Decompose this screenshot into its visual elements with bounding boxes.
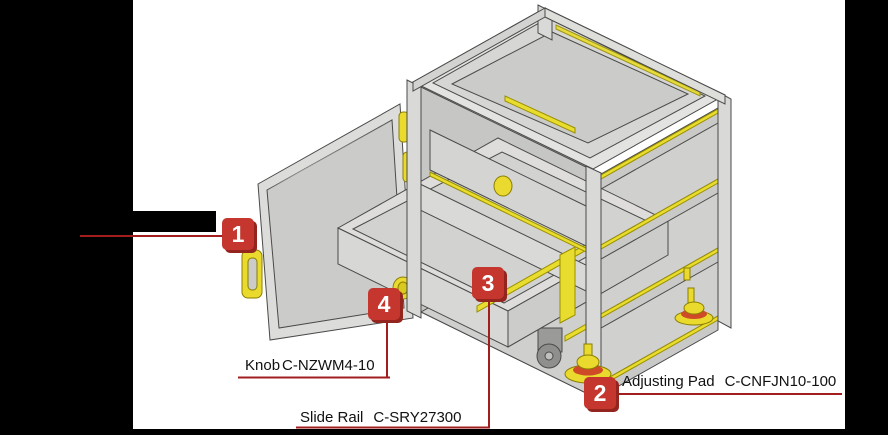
part-code-slide-rail: C-SRY27300: [373, 409, 462, 426]
part-name-slide-rail: Slide Rail: [300, 409, 364, 426]
callout-badge-4: 4: [368, 288, 400, 320]
caster-wheel: [536, 327, 563, 369]
cabinet: [241, 4, 732, 403]
right-face-yellow-pin: [683, 267, 691, 281]
mask-right-band: [845, 0, 888, 435]
inner-drawer-knob: [493, 175, 513, 197]
leader-lines: [80, 235, 842, 429]
part-label-adjusting-pad: Adjusting Pad C-CNFJN10-100: [622, 373, 836, 390]
part-code-knob: C-NZWM4-10: [282, 357, 375, 374]
mask-bottom-strip: [0, 429, 888, 435]
callout-badge-3: 3: [472, 267, 504, 299]
top-frame-yellow-strip: [555, 24, 701, 97]
callout-badge-2: 2: [584, 377, 616, 409]
cabinet-top-panel: [411, 7, 727, 170]
part-code-adjusting-pad: C-CNFJN10-100: [724, 373, 837, 390]
part-name-adjusting-pad: Adjusting Pad: [622, 373, 715, 390]
callout-1-label-redaction: [133, 211, 216, 232]
adjusting-pad-rear: [674, 287, 714, 326]
door-handle: [241, 249, 263, 299]
part-name-knob: Knob: [245, 357, 281, 374]
callout-badge-1: 1: [222, 218, 254, 250]
frame-posts: [406, 4, 732, 403]
mask-left-band: [0, 0, 133, 435]
top-tray-yellow-bar: [504, 95, 576, 134]
slide-rail-front: [559, 246, 576, 324]
part-label-slide-rail: Slide Rail C-SRY27300: [300, 409, 462, 426]
